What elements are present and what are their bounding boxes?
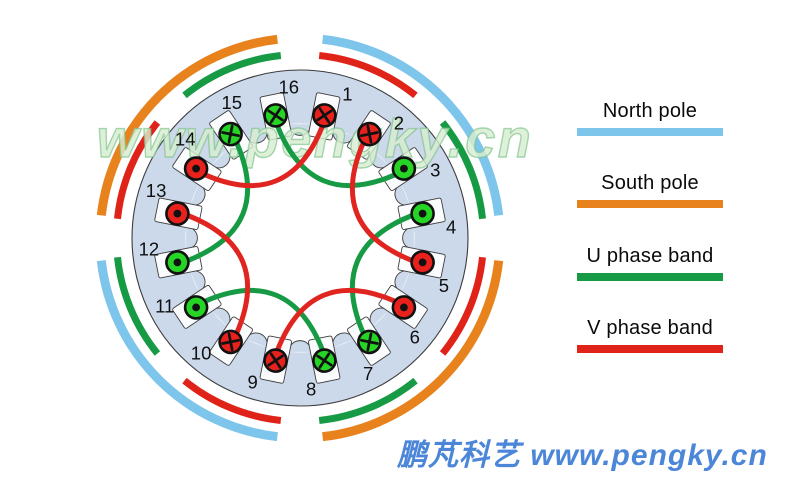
current-out-dot: [399, 164, 408, 173]
slot-number-12: 12: [139, 239, 160, 260]
legend-label: V phase band: [587, 317, 713, 339]
coil-u-8-11: [203, 287, 325, 352]
conductor-slot-5-dot: [410, 250, 435, 275]
current-out-dot: [192, 164, 201, 173]
stator-core: [131, 69, 469, 407]
current-in-cross: [316, 107, 333, 124]
site-credit: 鹏芃科艺 www.pengky.cn: [397, 439, 768, 472]
pole-arc-north: [322, 34, 504, 216]
current-in-cross: [221, 124, 240, 144]
v-phase-color-bar: [577, 345, 723, 353]
conductor-slot-4-dot: [410, 201, 435, 226]
current-in-cross: [221, 332, 240, 352]
coil-u-16-3: [275, 124, 397, 189]
legend-label: U phase band: [586, 245, 714, 267]
slot-number-2: 2: [394, 113, 404, 134]
current-out-dot: [173, 258, 182, 267]
phase-band-v-13-14: [114, 120, 161, 220]
slot-conductors: [165, 103, 435, 373]
conductor-slot-1-cross: [312, 103, 337, 128]
legend-item-v-phase: V phase band: [575, 317, 725, 353]
coil-v-14-1: [203, 124, 325, 189]
phase-band-v-9-10: [182, 377, 282, 424]
slot-number-8: 8: [306, 379, 316, 400]
pole-arc-south: [322, 260, 504, 442]
current-in-cross: [267, 352, 284, 369]
slot-number-6: 6: [410, 326, 420, 347]
slot-number-3: 3: [430, 159, 440, 180]
conductor-slot-12-dot: [165, 250, 190, 275]
conductor-slot-13-dot: [165, 201, 190, 226]
current-out-dot: [418, 209, 427, 218]
coil-u-4-7: [349, 213, 414, 335]
pole-arcs: [96, 34, 504, 442]
phase-band-v-5-6: [439, 256, 486, 356]
current-out-dot: [173, 209, 182, 218]
u-phase-color-bar: [577, 273, 723, 281]
conductor-slot-8-cross: [312, 348, 337, 373]
south-pole-color-bar: [577, 200, 723, 208]
legend-label: North pole: [602, 100, 698, 122]
slot-number-10: 10: [191, 342, 212, 363]
legend: North pole South pole U phase band V pha…: [575, 0, 725, 480]
phase-band-v-1-2: [318, 52, 418, 99]
current-in-cross: [316, 352, 333, 369]
current-in-cross: [360, 124, 379, 144]
conductor-slot-9-cross: [263, 348, 288, 373]
slot-number-4: 4: [446, 216, 456, 237]
coil-u-12-15: [186, 141, 251, 263]
slot-number-9: 9: [247, 371, 257, 392]
slot-number-15: 15: [222, 92, 243, 113]
slot-number-13: 13: [146, 180, 167, 201]
coil-wires: [186, 124, 414, 352]
conductor-slot-15-cross: [218, 121, 243, 147]
conductor-slot-3-dot: [391, 156, 417, 181]
legend-label: South pole: [601, 172, 699, 194]
pole-arc-south: [96, 34, 278, 216]
legend-item-u-phase: U phase band: [575, 245, 725, 281]
coil-v-10-13: [186, 213, 251, 335]
slot-number-7: 7: [363, 363, 373, 384]
current-out-dot: [399, 303, 408, 312]
current-out-dot: [192, 303, 201, 312]
coil-v-6-9: [275, 287, 397, 352]
conductor-slot-16-cross: [263, 103, 288, 128]
conductor-slot-2-cross: [357, 121, 382, 147]
slot-number-11: 11: [155, 296, 174, 317]
legend-item-south-pole: South pole: [575, 172, 725, 208]
slot-number-14: 14: [175, 129, 196, 150]
current-out-dot: [418, 258, 427, 267]
phase-band-u-3-4: [439, 120, 486, 220]
current-in-cross: [360, 332, 379, 352]
phase-band-u-11-12: [114, 256, 161, 356]
conductor-slot-14-dot: [183, 156, 209, 181]
pole-arc-north: [96, 260, 278, 442]
slot-number-16: 16: [279, 76, 300, 97]
conductor-slot-6-dot: [391, 295, 417, 320]
north-pole-color-bar: [577, 128, 723, 136]
legend-item-north-pole: North pole: [575, 100, 725, 136]
conductor-slot-7-cross: [357, 329, 382, 355]
phase-band-u-15-16: [182, 52, 282, 99]
stator-bore: [185, 123, 415, 353]
current-in-cross: [267, 107, 284, 124]
slot-number-1: 1: [342, 84, 352, 105]
phase-band-u-7-8: [318, 377, 418, 424]
phase-band-arcs: [114, 52, 486, 424]
conductor-slot-10-cross: [218, 329, 243, 355]
coil-v-2-5: [349, 141, 414, 263]
conductor-slot-11-dot: [183, 295, 209, 320]
slot-number-5: 5: [439, 275, 449, 296]
